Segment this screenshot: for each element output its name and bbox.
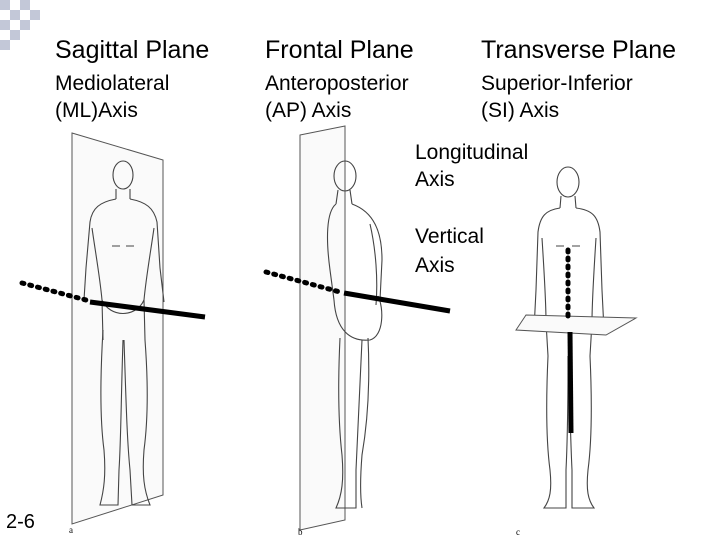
frontal-axis-line2: (AP) Axis <box>265 99 352 122</box>
ap-axis-dotted <box>263 269 343 295</box>
ap-axis <box>263 269 451 314</box>
figure-letter-a: a <box>69 525 73 535</box>
figure-a-body <box>83 160 165 506</box>
longitudinal-axis-note-line2: Axis <box>415 168 455 191</box>
sagittal-plane-title: Sagittal Plane <box>55 36 210 64</box>
frontal-plane-title: Frontal Plane <box>265 36 414 64</box>
figure-letter-c: c <box>516 527 520 537</box>
sagittal-axis-line1: Mediolateral <box>55 72 170 95</box>
si-axis <box>565 247 574 434</box>
transverse-plane-sheet <box>515 314 638 336</box>
ml-axis-solid <box>89 299 206 320</box>
sagittal-axis-line2: (ML)Axis <box>55 99 138 122</box>
ml-axis <box>19 280 206 320</box>
transverse-axis-line2: (SI) Axis <box>481 99 560 122</box>
ap-axis-solid <box>343 290 451 314</box>
vertical-axis-note-line2: Axis <box>415 254 455 277</box>
slide-number: 2-6 <box>6 511 35 533</box>
figure-letter-b: b <box>298 527 303 537</box>
longitudinal-axis-note-line1: Longitudinal <box>415 141 529 164</box>
frontal-plane-sheet <box>299 125 346 531</box>
ml-axis-dotted <box>19 280 89 303</box>
vertical-axis-note-line1: Vertical <box>415 225 484 248</box>
checker-decoration <box>0 0 40 50</box>
transverse-plane-title: Transverse Plane <box>481 36 676 64</box>
frontal-axis-line1: Anteroposterior <box>265 72 409 95</box>
si-axis-solid <box>567 331 574 434</box>
sagittal-plane-sheet <box>71 132 164 525</box>
transverse-axis-line1: Superior-Inferior <box>481 72 633 95</box>
figure-b-body <box>327 160 383 509</box>
